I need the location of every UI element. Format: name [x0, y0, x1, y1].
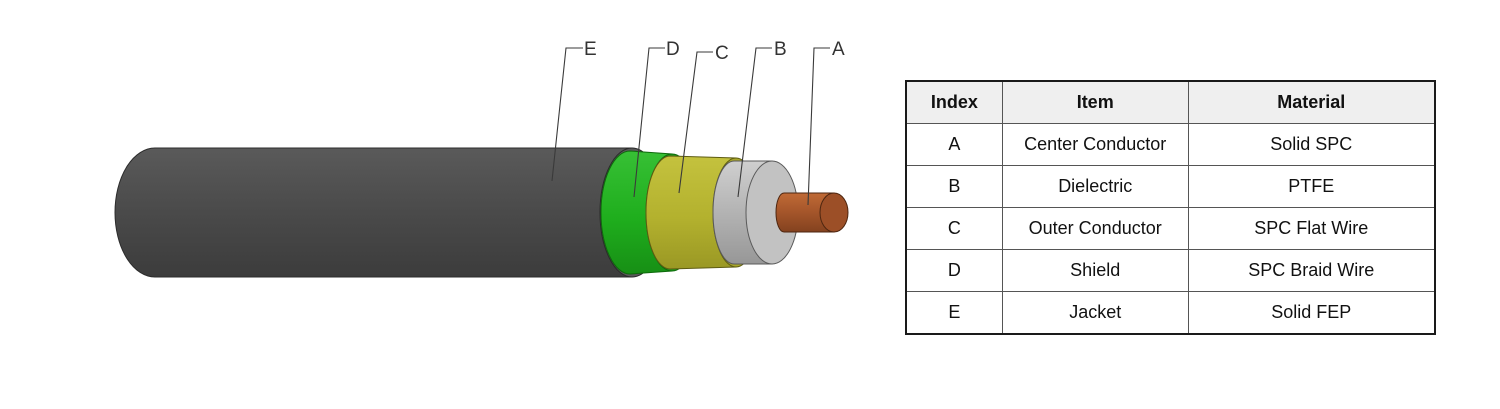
leader-line-b [737, 47, 772, 198]
cell-index: C [905, 207, 1003, 250]
table-row: B Dielectric PTFE [905, 165, 1436, 208]
cell-index: B [905, 165, 1003, 208]
table-row: D Shield SPC Braid Wire [905, 249, 1436, 292]
callout-label-b: B [774, 39, 787, 60]
table-row: C Outer Conductor SPC Flat Wire [905, 207, 1436, 250]
cell-material: Solid SPC [1187, 123, 1436, 166]
cell-item: Outer Conductor [1001, 207, 1189, 250]
header-material: Material [1187, 80, 1436, 124]
dielectric-layer [712, 160, 799, 265]
cell-item: Shield [1001, 249, 1189, 292]
cell-material: SPC Flat Wire [1187, 207, 1436, 250]
component-material-table: Index Item Material A Center Conductor S… [905, 80, 1436, 335]
center-conductor-layer [775, 192, 849, 233]
table-row: E Jacket Solid FEP [905, 291, 1436, 335]
callout-label-c: C [715, 43, 729, 64]
table-row: A Center Conductor Solid SPC [905, 123, 1436, 166]
cell-item: Jacket [1001, 291, 1189, 335]
coax-cable-diagram: E D C B A [114, 39, 849, 278]
cell-index: A [905, 123, 1003, 166]
cell-item: Center Conductor [1001, 123, 1189, 166]
leader-line-c [678, 51, 713, 194]
callout-label-d: D [666, 39, 680, 60]
callout-label-e: E [584, 39, 597, 60]
cell-item: Dielectric [1001, 165, 1189, 208]
cell-material: SPC Braid Wire [1187, 249, 1436, 292]
cell-material: PTFE [1187, 165, 1436, 208]
table-header-row: Index Item Material [905, 80, 1436, 124]
cell-index: E [905, 291, 1003, 335]
header-item: Item [1001, 80, 1189, 124]
leader-line-a [807, 47, 830, 206]
callout-label-a: A [832, 39, 845, 60]
leader-line-e [551, 47, 583, 182]
leader-line-d [633, 47, 665, 198]
jacket-layer [114, 147, 665, 278]
cell-material: Solid FEP [1187, 291, 1436, 335]
cell-index: D [905, 249, 1003, 292]
header-index: Index [905, 80, 1003, 124]
